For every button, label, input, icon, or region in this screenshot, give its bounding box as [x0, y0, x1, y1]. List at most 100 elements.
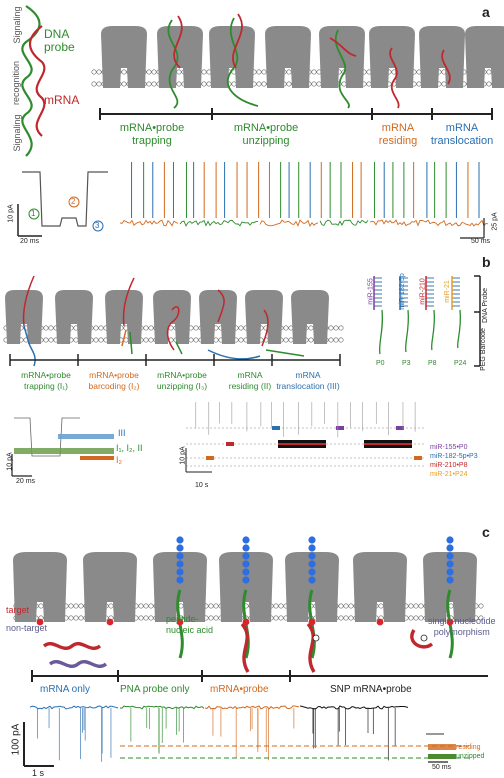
pna-bead [176, 560, 184, 568]
probe-barcode-3: P24 [454, 360, 467, 367]
pore-c-lipid-head [38, 603, 44, 609]
stage-b-line1: mRNA•probe [21, 370, 71, 380]
pore-b-lipid-head [328, 337, 334, 343]
pore-c-lipid-head [78, 615, 84, 621]
snp-label-line2: polymorphism [433, 627, 490, 637]
pna-bead [242, 544, 250, 552]
strand-b [261, 309, 269, 347]
pore-b-lipid-head [333, 325, 339, 331]
pore-c-nanopore [219, 552, 273, 622]
pore-b-lipid-head [143, 325, 149, 331]
stage-a-trapping-line1: mRNA•probe [119, 122, 185, 134]
pore-b-lipid-head [93, 337, 99, 343]
panel-a-label: a [482, 4, 490, 20]
pore-c-lipid-head [448, 603, 454, 609]
inset-a-level-1: 1 [31, 209, 36, 218]
pore-a-lipid-head [441, 81, 447, 87]
stage-a-unzipping-line1: mRNA•probe [233, 122, 299, 134]
strand-a [173, 15, 183, 69]
panel-b-label: b [482, 254, 491, 270]
mrna-label: mRNA [44, 93, 80, 107]
pore-b-lipid-head [308, 325, 314, 331]
legend-b-3: miR-21•P24 [430, 471, 468, 478]
pore-b-lipid-head [188, 337, 194, 343]
pore-c-lipid-head [148, 603, 154, 609]
pna-bead [242, 536, 250, 544]
pore-a-lipid-head [146, 81, 152, 87]
strand-a [441, 49, 451, 85]
pore-tip [376, 618, 384, 626]
side-label-recognition: recognition [11, 60, 21, 106]
trace-b-event [206, 456, 214, 460]
pore-a-nanopore [101, 26, 147, 88]
trace-a-segment [179, 219, 259, 227]
pore-b-lipid-head [213, 337, 219, 343]
pna-bead [308, 544, 316, 552]
pna-bead [308, 552, 316, 560]
pore-a-lipid-head [261, 69, 267, 75]
trace-c-baseline [204, 705, 300, 710]
pore-c-lipid-head [208, 615, 214, 621]
pore-b-lipid-head [333, 337, 339, 343]
inset-trace-a [17, 171, 108, 237]
pore-a-lipid-head [121, 69, 127, 75]
pore-c-lipid-head [143, 615, 149, 621]
stage-a-translocation: mRNA translocation [428, 122, 496, 148]
stage-b-line1: mRNA•probe [157, 370, 207, 380]
pore-a-lipid-head [286, 81, 292, 87]
helix-illustration [21, 5, 46, 157]
trace-b-xscale: 10 s [195, 482, 209, 489]
trace-a-segment [319, 219, 369, 226]
pore-c-lipid-head [343, 615, 349, 621]
pore-b-lipid-head [193, 325, 199, 331]
legend-b-1: miR-182-5p•P3 [430, 453, 478, 460]
main-trace-c [29, 705, 470, 762]
main-trace-b [185, 402, 426, 473]
pore-c-lipid-head [378, 603, 384, 609]
pore-a-nanopore [209, 26, 255, 88]
pore-b-lipid-head [328, 325, 334, 331]
pna-bead [446, 544, 454, 552]
pore-c-nanopore [353, 552, 407, 622]
trace-c-baseline [119, 705, 205, 710]
stage-a-trapping: mRNA•probe trapping [112, 122, 192, 148]
inset-a-xscale: 20 ms [20, 238, 40, 245]
pore-c-lipid-head [78, 603, 84, 609]
pore-c-nanopore [285, 552, 339, 622]
stage-b-line1: mRNA [295, 370, 321, 380]
pore-a-nanopore [265, 26, 311, 88]
pore-b-lipid-head [338, 337, 344, 343]
pna-bead [176, 576, 184, 584]
stage-a-translocation-line2: translocation [430, 135, 494, 147]
pna-bead [242, 576, 250, 584]
strand-a [167, 19, 179, 109]
pore-a-lipid-head [121, 81, 127, 87]
probe-name-0: miR-155 [367, 278, 375, 305]
panel-c: c target non-target peptide- nucleic aci… [0, 520, 504, 778]
pore-c-nanopore [13, 552, 67, 622]
pna-bead [446, 576, 454, 584]
pore-a-nanopore [157, 26, 203, 88]
pore-tip [106, 618, 114, 626]
snp-label: single-nucleotide polymorphism [428, 616, 496, 638]
pore-c-lipid-head [338, 603, 344, 609]
trace-b-residing-fill [278, 443, 326, 445]
pore-c-lipid-head [413, 603, 419, 609]
pna-bead [308, 568, 316, 576]
pore-tip [308, 618, 316, 626]
probe-barcode-1: P3 [402, 360, 411, 367]
stage-b-line1: mRNA•probe [89, 370, 139, 380]
pore-c-lipid-head [73, 615, 79, 621]
pore-c-lipid-head [418, 603, 424, 609]
stage-b-line2: residing (II) [228, 381, 272, 391]
stage-c-0: mRNA only [40, 684, 91, 695]
pore-b-nanopore [245, 290, 283, 344]
inset-trace-b [11, 417, 114, 477]
pore-a-lipid-head [231, 81, 237, 87]
strand-b [265, 349, 305, 357]
stage-a-residing-line2: residing [378, 135, 418, 147]
trace-b-event [396, 426, 404, 430]
pore-b-lipid-head [93, 325, 99, 331]
